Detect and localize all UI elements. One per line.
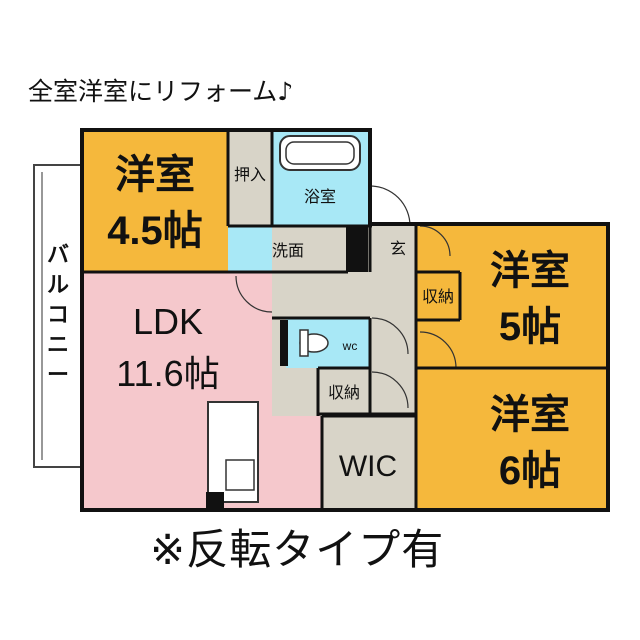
wc-label: wc [342, 339, 358, 353]
oshiire-label: 押入 [234, 166, 266, 184]
washroom-label: 洗面 [272, 242, 304, 260]
bedroom-5-size: 5帖 [499, 305, 561, 349]
storage-a-label: 収納 [422, 288, 454, 306]
balcony-label: バルコニー [47, 242, 69, 387]
ldk-type: LDK [133, 301, 203, 342]
headline: 全室洋室にリフォーム♪ [28, 77, 294, 106]
entrance-label: 玄 [390, 240, 406, 258]
bath-label: 浴室 [304, 188, 336, 206]
bedroom-5-type: 洋室 [490, 249, 570, 293]
ldk-size: 11.6帖 [116, 353, 219, 394]
bedroom-4-5-size: 4.5帖 [107, 209, 203, 253]
room-bedroom-5 [416, 224, 608, 368]
room-oshiire [228, 130, 272, 226]
wic-label: WIC [339, 450, 397, 483]
bedroom-4-5-type: 洋室 [115, 153, 195, 197]
storage-b-label: 収納 [328, 384, 360, 402]
room-storage-b [318, 368, 370, 414]
room-wic [322, 416, 416, 510]
room-bedroom-6 [416, 368, 608, 510]
room-bedroom-4-5 [82, 130, 228, 272]
svg-text:バルコニー: バルコニー [47, 242, 69, 387]
bedroom-6-size: 6帖 [499, 449, 561, 493]
bedroom-6-type: 洋室 [490, 393, 570, 437]
reverse-type-note: ※反転タイプ有 [150, 525, 445, 574]
